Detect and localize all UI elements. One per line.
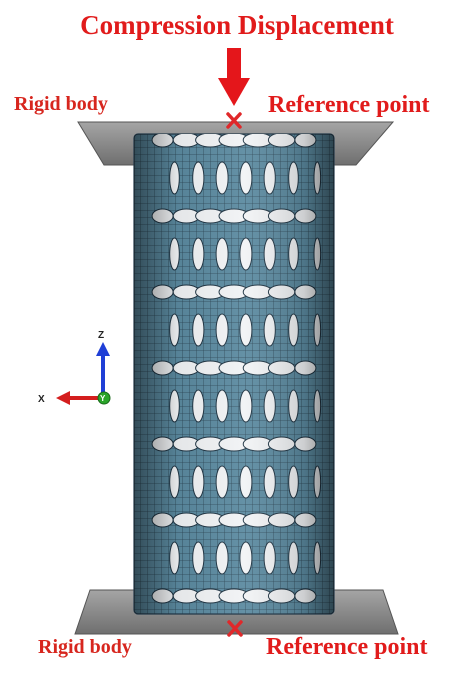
reference-point-bottom-label: Reference point [266, 634, 428, 660]
axis-x-label: X [38, 394, 45, 405]
axis-z-label: Z [98, 330, 104, 341]
diagram-title: Compression Displacement [80, 10, 394, 40]
rigid-body-bottom-label: Rigid body [38, 636, 132, 658]
reference-point-bottom-icon [227, 620, 243, 637]
compression-arrow-icon [218, 48, 250, 106]
lattice-cylinder [133, 133, 335, 615]
coordinate-triad-icon: Z X Y [38, 330, 111, 405]
reference-point-top-icon [226, 112, 242, 129]
axis-y-label: Y [100, 394, 106, 403]
rigid-body-top-label: Rigid body [14, 93, 108, 115]
reference-point-top-label: Reference point [268, 92, 430, 118]
